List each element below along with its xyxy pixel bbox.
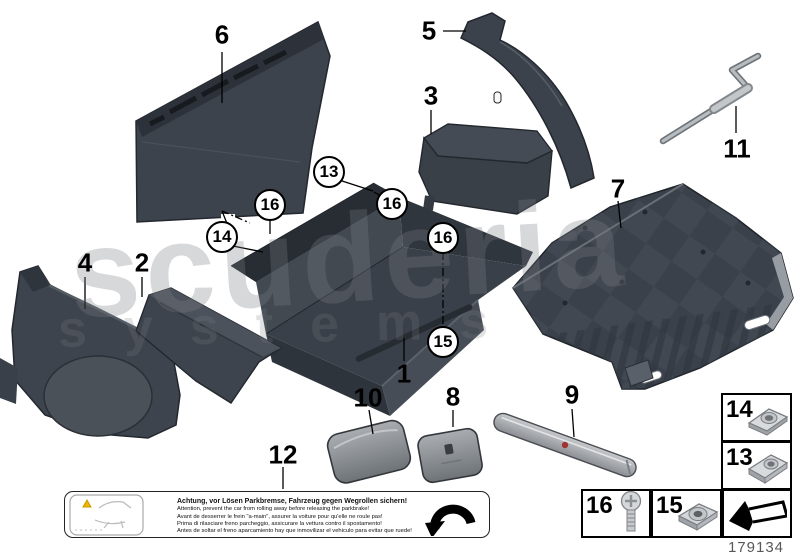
legend-box-direction[interactable] — [722, 489, 792, 538]
clip-nut-icon — [747, 454, 789, 484]
warning-line-fr: Avant de desserrer le frein "a-main", as… — [177, 513, 383, 520]
part-9-sill-strip — [493, 412, 637, 478]
legend-box-13[interactable]: 13 — [721, 441, 792, 490]
direction-arrow-icon — [729, 500, 787, 531]
callout-5[interactable]: 5 — [421, 15, 437, 46]
legend-box-15[interactable]: 15 — [651, 489, 722, 538]
warning-line-es: Antes de soltar el freno aparcamiento ha… — [177, 528, 412, 535]
part-7-trunk-lid-trim — [512, 183, 794, 390]
part-4-wheel-arch-cover — [0, 265, 181, 439]
callout-6[interactable]: 6 — [214, 19, 230, 50]
callout-11[interactable]: 11 — [723, 133, 751, 164]
pouch-emblem — [444, 443, 454, 455]
leader-7 — [617, 200, 622, 229]
leader-10 — [368, 409, 374, 435]
legend-label-15: 15 — [656, 492, 683, 519]
leader-9 — [571, 408, 575, 438]
legend-label-16: 16 — [586, 492, 613, 519]
callout-circle-16c[interactable]: 16 — [427, 222, 459, 254]
callout-circle-15[interactable]: 15 — [427, 326, 459, 358]
cage-nut-icon — [677, 503, 719, 531]
callout-circle-16b[interactable]: 16 — [254, 189, 286, 221]
callout-3[interactable]: 3 — [423, 80, 439, 111]
callout-8[interactable]: 8 — [445, 381, 461, 412]
leader-14-centerline — [221, 210, 251, 224]
legend-label-14: 14 — [726, 396, 753, 423]
clip-nut-icon — [747, 408, 789, 436]
part-6-partition-panel — [135, 20, 331, 223]
warning-text-block: Achtung, vor Lösen Parkbremse, Fahrzeug … — [177, 497, 443, 536]
part-6-notch — [221, 214, 235, 223]
callout-2[interactable]: 2 — [134, 247, 150, 278]
part-3-cover-box — [418, 123, 554, 215]
callout-1[interactable]: 1 — [396, 358, 412, 389]
legend-box-16[interactable]: 16 — [581, 489, 651, 538]
callout-7[interactable]: 7 — [610, 173, 626, 204]
parkbrake-sticker-illustration — [69, 494, 144, 536]
legend-box-14[interactable]: 14 — [721, 393, 792, 442]
warning-line-en: Attention, prevent the car from rolling … — [177, 506, 370, 513]
rotate-arrow-icon — [425, 504, 476, 536]
part-10-pouch — [326, 419, 412, 484]
callout-10[interactable]: 10 — [353, 382, 383, 413]
callout-circle-14[interactable]: 14 — [206, 221, 238, 253]
diagram-number: 179134 — [727, 539, 785, 556]
legend-label-13: 13 — [726, 444, 753, 471]
callout-circle-13[interactable]: 13 — [313, 156, 345, 188]
callout-4[interactable]: 4 — [77, 247, 93, 278]
warning-line-it: Prima di rilasciare freno parcheggio, as… — [177, 520, 382, 527]
callout-9[interactable]: 9 — [564, 379, 580, 410]
part-1-floor-trim-tub — [230, 182, 533, 416]
part-8-pouch — [417, 427, 483, 484]
leader-13 — [338, 179, 374, 192]
screw-icon — [620, 490, 642, 532]
sill-emblem — [561, 441, 569, 449]
callout-12[interactable]: 12 — [268, 439, 298, 470]
warning-triangle-icon — [82, 498, 92, 508]
part-11-crank-tool — [659, 52, 762, 145]
part-2-floor-board — [135, 287, 283, 404]
part-5-hole — [493, 91, 502, 104]
callout-circle-16a[interactable]: 16 — [376, 188, 408, 220]
parkbrake-warning-box: Achtung, vor Lösen Parkbremse, Fahrzeug … — [64, 491, 490, 538]
warning-title: Achtung, vor Lösen Parkbremse, Fahrzeug … — [177, 498, 408, 505]
part-5-side-trim — [460, 12, 595, 190]
